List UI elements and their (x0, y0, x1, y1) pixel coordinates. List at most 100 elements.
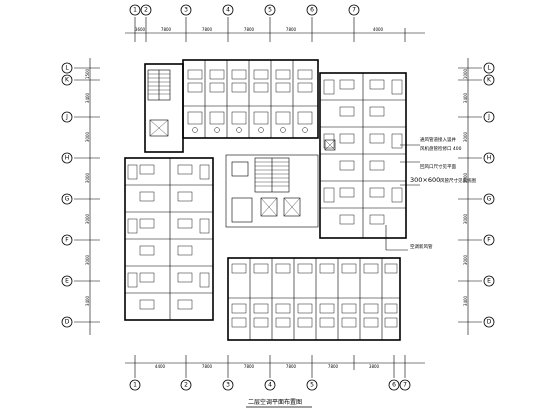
grid-bubble-top-6: 6 (306, 4, 318, 16)
grid-bubble-bottom-2: 2 (180, 379, 192, 391)
right-grid-axes: L K J H G F E D (483, 62, 495, 328)
dim-bottom-0: 4400 (155, 364, 166, 369)
svg-text:K: K (65, 77, 70, 84)
svg-text:E: E (487, 278, 491, 285)
dim-right-6: 3400 (463, 295, 468, 306)
svg-text:L: L (65, 65, 69, 72)
upper-stair (147, 69, 171, 137)
svg-text:6: 6 (392, 382, 396, 389)
svg-text:6: 6 (310, 7, 314, 14)
grid-bubble-right-J: J (483, 111, 495, 123)
grid-bubble-left-G: G (61, 193, 73, 205)
svg-text:H: H (487, 155, 492, 162)
note-duct-note: 风管尺寸见系统图 (440, 177, 476, 184)
dim-left-3: 3000 (85, 172, 90, 183)
grid-bubble-top-7: 7 (348, 4, 360, 16)
svg-text:7: 7 (403, 382, 407, 389)
dim-left-4: 3000 (85, 213, 90, 224)
svg-text:5: 5 (310, 382, 314, 389)
dim-right-1: 3400 (463, 92, 468, 103)
dim-right-3: 3000 (463, 172, 468, 183)
dim-top-3: 7800 (244, 27, 255, 32)
left-dimension-line: 1500 3400 3000 3000 3000 3000 3400 (74, 58, 100, 335)
dim-top-5: 4000 (373, 27, 384, 32)
drawing-title: 二层空调平面布置图 (248, 398, 302, 406)
note-equipment-shaft: 风机盘管检修口 400 (420, 145, 462, 152)
svg-text:7: 7 (352, 7, 356, 14)
dim-bottom-5: 3800 (369, 364, 380, 369)
dim-top-4: 7800 (286, 27, 297, 32)
svg-text:4: 4 (268, 382, 272, 389)
dim-bottom-2: 7800 (244, 364, 255, 369)
svg-text:J: J (487, 114, 490, 121)
grid-bubble-top-4: 4 (222, 4, 234, 16)
grid-bubble-top-3: 3 (180, 4, 192, 16)
grid-bubble-left-K: K (61, 74, 73, 86)
svg-text:2: 2 (184, 382, 188, 389)
grid-bubble-left-H: H (61, 152, 73, 164)
svg-text:3: 3 (184, 7, 188, 14)
lower-wing-rooms (228, 258, 400, 340)
svg-text:J: J (65, 114, 68, 121)
dim-left-0: 1500 (85, 68, 90, 79)
dim-bottom-3: 7800 (286, 364, 297, 369)
left-wing-rooms (125, 158, 213, 320)
grid-bubble-top-2: 2 (140, 4, 152, 16)
grid-bubble-left-E: E (61, 275, 73, 287)
note-equipment-pipe: 通风管道接入竖井 (420, 136, 456, 143)
bottom-grid-axes: 1 2 3 4 5 6 7 (129, 379, 411, 391)
grid-bubble-bottom-1: 1 (129, 379, 141, 391)
top-grid-axes: 1 2 3 4 5 6 7 (129, 4, 360, 16)
svg-text:1: 1 (133, 7, 137, 14)
grid-bubble-right-E: E (483, 275, 495, 287)
svg-text:D: D (487, 319, 492, 326)
grid-bubble-bottom-7: 7 (399, 379, 411, 391)
svg-text:L: L (487, 65, 491, 72)
grid-bubble-bottom-4: 4 (264, 379, 276, 391)
dim-top-0: 3600 (135, 27, 146, 32)
right-dimension-line: 1000 3400 3000 3000 3000 3000 3400 (458, 58, 482, 335)
dim-right-4: 3000 (463, 213, 468, 224)
grid-bubble-right-K: K (483, 74, 495, 86)
dim-right-0: 1000 (463, 68, 468, 79)
dim-bottom-1: 7800 (202, 364, 213, 369)
grid-bubble-right-F: F (483, 234, 495, 246)
svg-text:F: F (487, 237, 491, 244)
central-core (231, 157, 301, 223)
grid-bubble-bottom-3: 3 (222, 379, 234, 391)
grid-bubble-right-H: H (483, 152, 495, 164)
grid-bubble-left-J: J (61, 111, 73, 123)
duct-riser (324, 139, 336, 151)
svg-text:G: G (65, 196, 70, 203)
drawing-title-block: 二层空调平面布置图 (246, 398, 312, 408)
grid-bubble-left-D: D (61, 316, 73, 328)
dim-left-5: 3000 (85, 254, 90, 265)
dim-top-2: 7800 (202, 27, 213, 32)
right-wing-rooms (320, 73, 406, 238)
left-grid-axes: L K J H G F E D (61, 62, 73, 328)
dim-left-1: 3400 (85, 92, 90, 103)
dim-left-2: 3000 (85, 131, 90, 142)
grid-bubble-top-5: 5 (264, 4, 276, 16)
note-corridor: 空调新风管 (410, 243, 433, 250)
grid-bubble-top-1: 1 (129, 4, 141, 16)
svg-text:3: 3 (226, 382, 230, 389)
dim-right-5: 3000 (463, 254, 468, 265)
grid-bubble-left-L: L (61, 62, 73, 74)
svg-text:2: 2 (144, 7, 148, 14)
svg-text:E: E (65, 278, 69, 285)
svg-text:4: 4 (226, 7, 230, 14)
top-dimension-line: 3600 7800 7800 7800 7800 4000 (125, 17, 425, 42)
upper-guest-rooms (183, 60, 318, 138)
bottom-dimension-line: 4400 7800 7800 7800 7800 3800 (125, 355, 425, 378)
grid-bubble-bottom-6: 6 (388, 379, 400, 391)
note-riser-label: 回风口尺寸见平面 (420, 163, 456, 170)
dim-left-6: 3400 (85, 295, 90, 306)
dim-right-2: 3000 (463, 131, 468, 142)
svg-text:1: 1 (133, 382, 137, 389)
dim-bottom-4: 7800 (328, 364, 339, 369)
grid-bubble-right-G: G (483, 193, 495, 205)
svg-text:5: 5 (268, 7, 272, 14)
svg-text:G: G (487, 196, 492, 203)
